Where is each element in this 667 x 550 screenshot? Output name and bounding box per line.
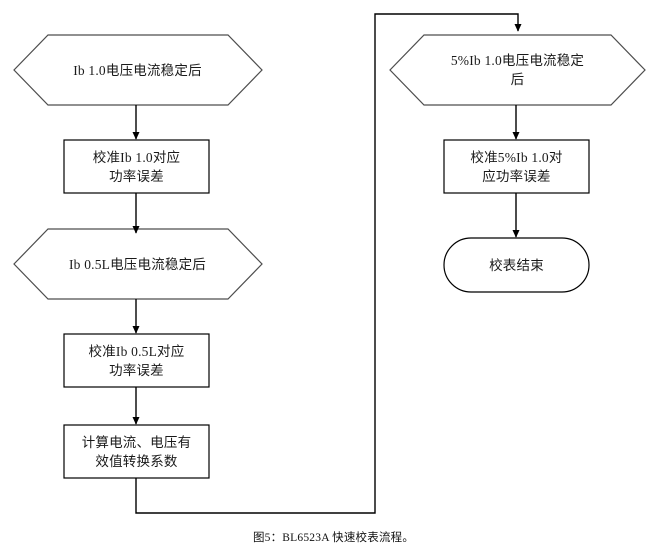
node-hex-5ib10-shape bbox=[389, 34, 646, 106]
node-box-cal-ib10-shape bbox=[63, 139, 210, 194]
node-hex-ib10-shape bbox=[13, 34, 263, 106]
node-box-cal-5ib10-shape bbox=[443, 139, 590, 194]
node-box-calc-coef-shape bbox=[63, 424, 210, 479]
node-hex-ib05l-shape bbox=[13, 228, 263, 300]
node-term-end-shape bbox=[443, 237, 590, 293]
figure-caption: 图5：BL6523A 快速校表流程。 bbox=[252, 532, 415, 544]
node-box-cal-ib05l-shape bbox=[63, 333, 210, 388]
edge-calc-coef-to-hex-5ib10 bbox=[135, 13, 522, 514]
